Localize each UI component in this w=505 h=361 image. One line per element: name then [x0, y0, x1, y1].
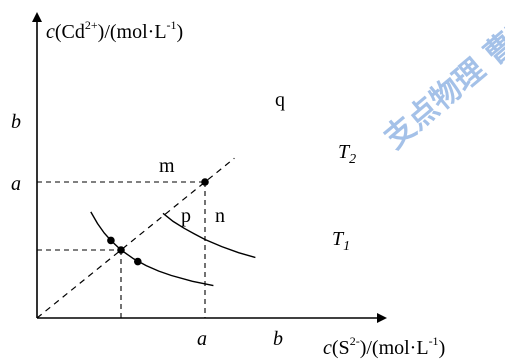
curve-label-t2: T2	[338, 141, 356, 167]
y-tick-a: a	[11, 173, 21, 195]
diagonal-series	[36, 157, 235, 319]
point-p	[117, 246, 125, 254]
watermark-text: 支点物理 曹亚	[378, 7, 505, 156]
point-q	[201, 178, 209, 186]
point-m	[107, 236, 115, 245]
watermark: 支点物理 曹亚	[378, 7, 505, 156]
curve-t1	[90, 211, 214, 287]
point-label-n: n	[215, 205, 225, 227]
y-tick-b: b	[11, 111, 21, 133]
curve-label-t1: T1	[332, 228, 350, 254]
point-label-q: q	[275, 89, 285, 111]
x-tick-b: b	[273, 328, 283, 350]
point-n	[134, 257, 142, 266]
point-label-p: p	[181, 205, 191, 227]
curve-t2	[162, 212, 256, 259]
x-tick-a: a	[197, 328, 207, 350]
y-axis-label: c(Cd2+)/(mol·L-1)	[46, 18, 183, 43]
x-axis-label: c(S2-)/(mol·L-1)	[323, 334, 445, 359]
point-label-m: m	[159, 155, 175, 177]
